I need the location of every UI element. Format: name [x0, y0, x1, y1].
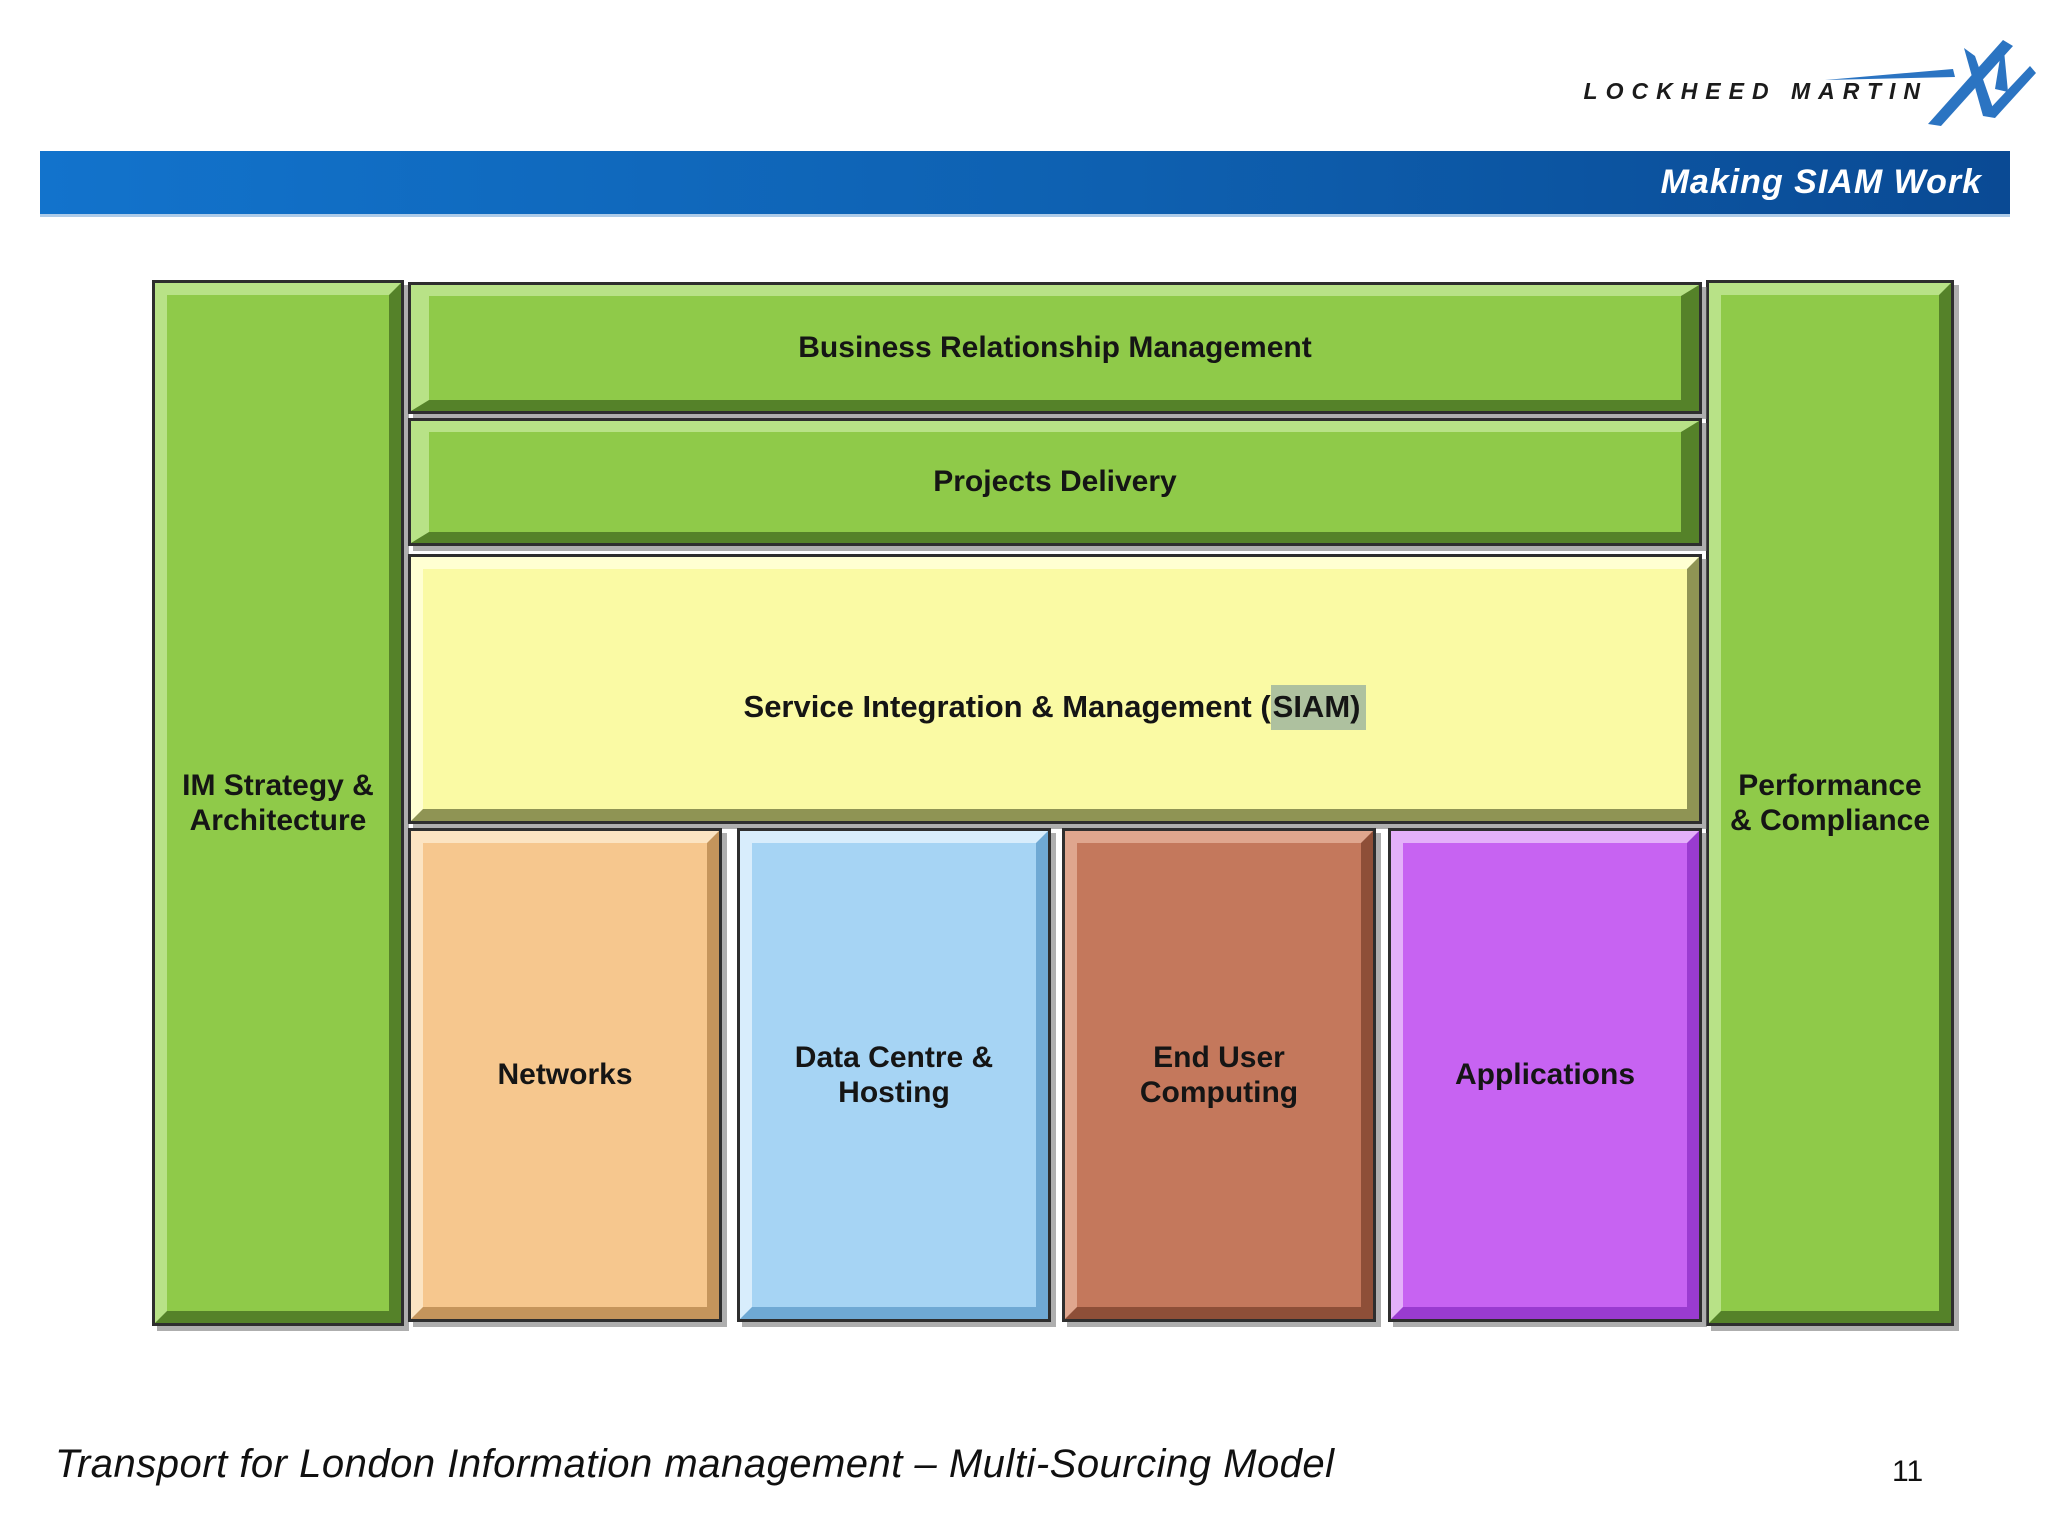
box-bevel: [411, 831, 719, 1319]
box-bevel: [740, 831, 1048, 1319]
box-performance-compliance: Performance & Compliance: [1706, 280, 1954, 1326]
banner-title: Making SIAM Work: [1660, 163, 1982, 201]
box-projects-delivery: Projects Delivery: [408, 418, 1702, 546]
siam-label-highlight: SIAM): [1270, 685, 1367, 730]
box-label-brm: Business Relationship Management: [798, 331, 1312, 365]
page-number: 11: [1892, 1455, 1924, 1488]
box-data-centre-hosting: Data Centre & Hosting: [737, 828, 1051, 1322]
box-label-im-strategy: IM Strategy & Architecture: [182, 768, 374, 837]
box-bevel: [411, 285, 1699, 411]
box-bevel: [1065, 831, 1373, 1319]
box-business-relationship-management: Business Relationship Management: [408, 282, 1702, 414]
box-applications: Applications: [1388, 828, 1702, 1322]
lockheed-star-icon: [1825, 40, 2036, 126]
box-bevel: [411, 557, 1699, 821]
box-label-projects: Projects Delivery: [933, 465, 1177, 499]
box-label-end-user: End User Computing: [1139, 1040, 1299, 1109]
box-bevel: [411, 421, 1699, 543]
box-label-performance: Performance & Compliance: [1729, 768, 1931, 837]
box-label-applications: Applications: [1454, 1058, 1635, 1092]
box-bevel: [1709, 283, 1951, 1323]
box-end-user-computing: End User Computing: [1062, 828, 1376, 1322]
box-label-data-centre: Data Centre & Hosting: [794, 1040, 994, 1109]
box-siam: Service Integration & Management (SIAM): [408, 554, 1702, 824]
box-networks: Networks: [408, 828, 722, 1322]
title-banner: Making SIAM Work: [40, 151, 2010, 217]
lockheed-martin-logo-text: LOCKHEED MARTIN: [1583, 78, 1928, 104]
box-bevel: [1391, 831, 1699, 1319]
box-im-strategy-architecture: IM Strategy & Architecture: [152, 280, 404, 1326]
box-label-siam: Service Integration & Management (SIAM): [411, 557, 1699, 821]
siam-label-prefix: Service Integration & Management (: [743, 689, 1271, 724]
box-label-networks: Networks: [497, 1058, 633, 1092]
slide-caption: Transport for London Information managem…: [55, 1442, 1335, 1486]
box-bevel: [155, 283, 401, 1323]
